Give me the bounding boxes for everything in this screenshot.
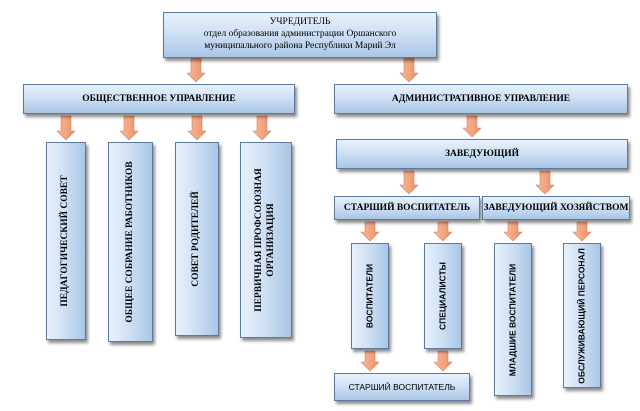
general-meeting-label: ОБЩЕЕ СОБРАНИЕ РАБОТНИКОВ (124, 161, 135, 323)
senior-educator-title: СТАРШИЙ ВОСПИТАТЕЛЬ (343, 203, 471, 213)
trade-union-box: ПЕРВИЧНАЯ ПРОФСОЮЗНАЯ ОРГАНИЗАЦИЯ (240, 142, 292, 338)
arrow-public-to-pedagogical (56, 115, 76, 141)
head-box: ЗАВЕДУЮЩИЙ (336, 139, 628, 169)
arrow-educators-to-bottom (360, 350, 380, 372)
arrow-housekeeping-to-service (572, 221, 592, 242)
arrow-senior-to-specialists (433, 221, 453, 242)
parents-council-box: СОВЕТ РОДИТЕЛЕЙ (175, 142, 219, 336)
junior-educators-label: МЛАДШИЕ ВОСПИТАТЕЛИ (507, 263, 518, 376)
bottom-senior-educator-title: СТАРШИЙ ВОСПИТАТЕЛЬ (348, 382, 456, 392)
arrow-public-to-union (252, 115, 272, 141)
general-meeting-box: ОБЩЕЕ СОБРАНИЕ РАБОТНИКОВ (108, 142, 153, 342)
specialists-box: СПЕЦИАЛИСТЫ (424, 243, 462, 349)
pedagogical-council-label: ПЕДАГОГИЧЕСКИЙ СОВЕТ (60, 175, 71, 307)
founder-title: УЧРЕДИТЕЛЬ (269, 17, 331, 28)
housekeeping-head-box: ЗАВЕДУЮЩИЙ ХОЗЯЙСТВОМ (482, 196, 630, 220)
founder-box: УЧРЕДИТЕЛЬ отдел образования администрац… (163, 12, 437, 58)
arrow-specialists-to-bottom (433, 350, 453, 372)
arrow-housekeeping-to-junior (503, 221, 523, 242)
admin-management-title: АДМИНИСТРАТИВНОЕ УПРАВЛЕНИЕ (391, 94, 571, 104)
trade-union-line1: ПЕРВИЧНАЯ ПРОФСОЮЗНАЯ (254, 168, 265, 312)
arrow-senior-to-educators (360, 221, 380, 242)
public-management-title: ОБЩЕСТВЕННОЕ УПРАВЛЕНИЕ (82, 94, 236, 104)
arrow-founder-to-admin (399, 57, 419, 83)
arrow-public-to-meeting (119, 115, 139, 141)
service-staff-box: ОБСЛУЖИВАЮЩИЙ ПЕРСОНАЛ (563, 243, 601, 388)
head-title: ЗАВЕДУЮЩИЙ (444, 149, 520, 159)
trade-union-line2: ОРГАНИЗАЦИЯ (266, 203, 276, 277)
founder-line2: муниципального района Республики Марий Э… (204, 40, 396, 51)
founder-line1: отдел образования администрации Оршанско… (203, 29, 397, 40)
arrow-head-to-senior (399, 170, 419, 195)
trade-union-label: ПЕРВИЧНАЯ ПРОФСОЮЗНАЯ ОРГАНИЗАЦИЯ (254, 168, 278, 312)
arrow-admin-to-head (462, 115, 482, 138)
arrow-head-to-housekeeping (535, 170, 555, 195)
educators-label: ВОСПИТАТЕЛИ (364, 263, 375, 329)
admin-management-box: АДМИНИСТРАТИВНОЕ УПРАВЛЕНИЕ (334, 84, 628, 114)
housekeeping-head-title: ЗАВЕДУЮЩИЙ ХОЗЯЙСТВОМ (483, 203, 629, 213)
service-staff-label: ОБСЛУЖИВАЮЩИЙ ПЕРСОНАЛ (576, 247, 587, 384)
parents-council-label: СОВЕТ РОДИТЕЛЕЙ (191, 191, 202, 287)
arrow-public-to-parents (187, 115, 207, 141)
junior-educators-box: МЛАДШИЕ ВОСПИТАТЕЛИ (494, 243, 532, 396)
educators-box: ВОСПИТАТЕЛИ (351, 243, 389, 349)
specialists-label: СПЕЦИАЛИСТЫ (437, 262, 448, 330)
public-management-box: ОБЩЕСТВЕННОЕ УПРАВЛЕНИЕ (23, 84, 295, 114)
bottom-senior-educator-box: СТАРШИЙ ВОСПИТАТЕЛЬ (334, 373, 470, 401)
senior-educator-box: СТАРШИЙ ВОСПИТАТЕЛЬ (334, 196, 480, 220)
arrow-founder-to-public (186, 57, 206, 83)
pedagogical-council-box: ПЕДАГОГИЧЕСКИЙ СОВЕТ (46, 142, 86, 340)
